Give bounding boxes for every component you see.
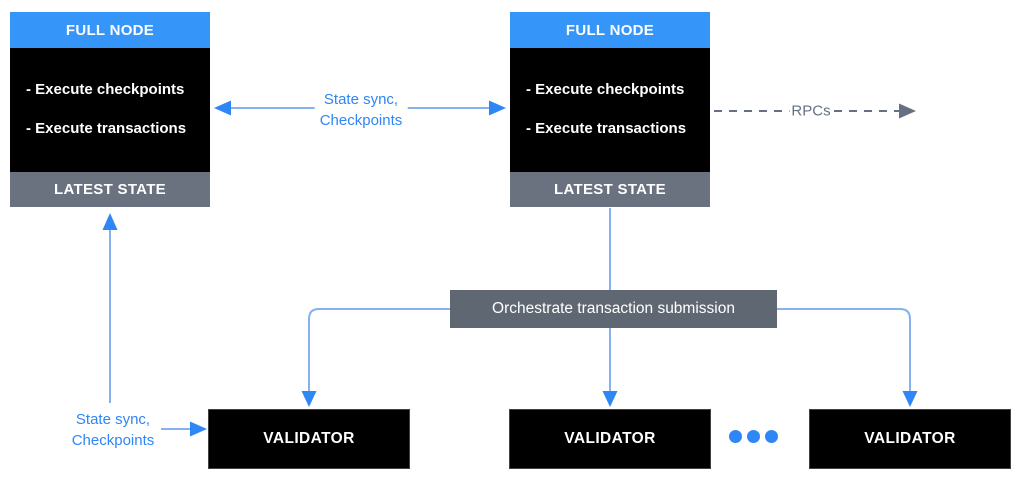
full-node-right-item-2: - Execute transactions xyxy=(526,120,687,137)
orchestrate-to-validator1-elbow xyxy=(308,308,450,392)
state-sync-top-label-line2: Checkpoints xyxy=(319,112,403,129)
state-sync-bottom-label: State sync, Checkpoints xyxy=(66,408,160,452)
validator-2: VALIDATOR xyxy=(509,409,711,469)
rpc-arrowhead xyxy=(899,103,916,119)
validator1-left-arrowhead xyxy=(190,421,207,437)
validator1-arrowhead xyxy=(301,391,317,407)
full-node-right-footer: LATEST STATE xyxy=(510,172,710,207)
full-node-right-item-1: - Execute checkpoints xyxy=(526,81,685,98)
validator3-arrowhead xyxy=(902,391,918,407)
full-node-right-body: - Execute checkpoints - Execute transact… xyxy=(510,48,710,172)
validator2-arrowhead xyxy=(602,391,618,407)
ellipsis-dot xyxy=(729,430,742,443)
rpcs-label: RPCs xyxy=(789,101,833,121)
full-node-left-body: - Execute checkpoints - Execute transact… xyxy=(10,48,210,172)
full-node-left-item-1: - Execute checkpoints xyxy=(26,81,185,98)
orchestrate-to-validator3-elbow xyxy=(777,308,911,392)
fullnode-up-arrowhead xyxy=(102,213,118,230)
state-sync-top-label: State sync, Checkpoints xyxy=(314,88,408,132)
state-sync-arrowhead-left xyxy=(214,100,231,116)
validator-3: VALIDATOR xyxy=(809,409,1011,469)
state-sync-bottom-label-line1: State sync, xyxy=(75,411,151,428)
full-node-right: FULL NODE - Execute checkpoints - Execut… xyxy=(510,12,710,207)
orchestrate-box: Orchestrate transaction submission xyxy=(450,290,777,328)
full-node-left: FULL NODE - Execute checkpoints - Execut… xyxy=(10,12,210,207)
validator-ellipsis xyxy=(729,430,778,443)
ellipsis-dot xyxy=(747,430,760,443)
state-sync-top-label-line1: State sync, xyxy=(323,91,399,108)
full-node-right-header: FULL NODE xyxy=(510,12,710,48)
validator-1: VALIDATOR xyxy=(208,409,410,469)
full-node-left-item-2: - Execute transactions xyxy=(26,120,187,137)
full-node-left-header: FULL NODE xyxy=(10,12,210,48)
state-sync-arrowhead-right xyxy=(489,100,506,116)
full-node-left-footer: LATEST STATE xyxy=(10,172,210,207)
state-sync-bottom-label-line2: Checkpoints xyxy=(71,432,155,449)
ellipsis-dot xyxy=(765,430,778,443)
